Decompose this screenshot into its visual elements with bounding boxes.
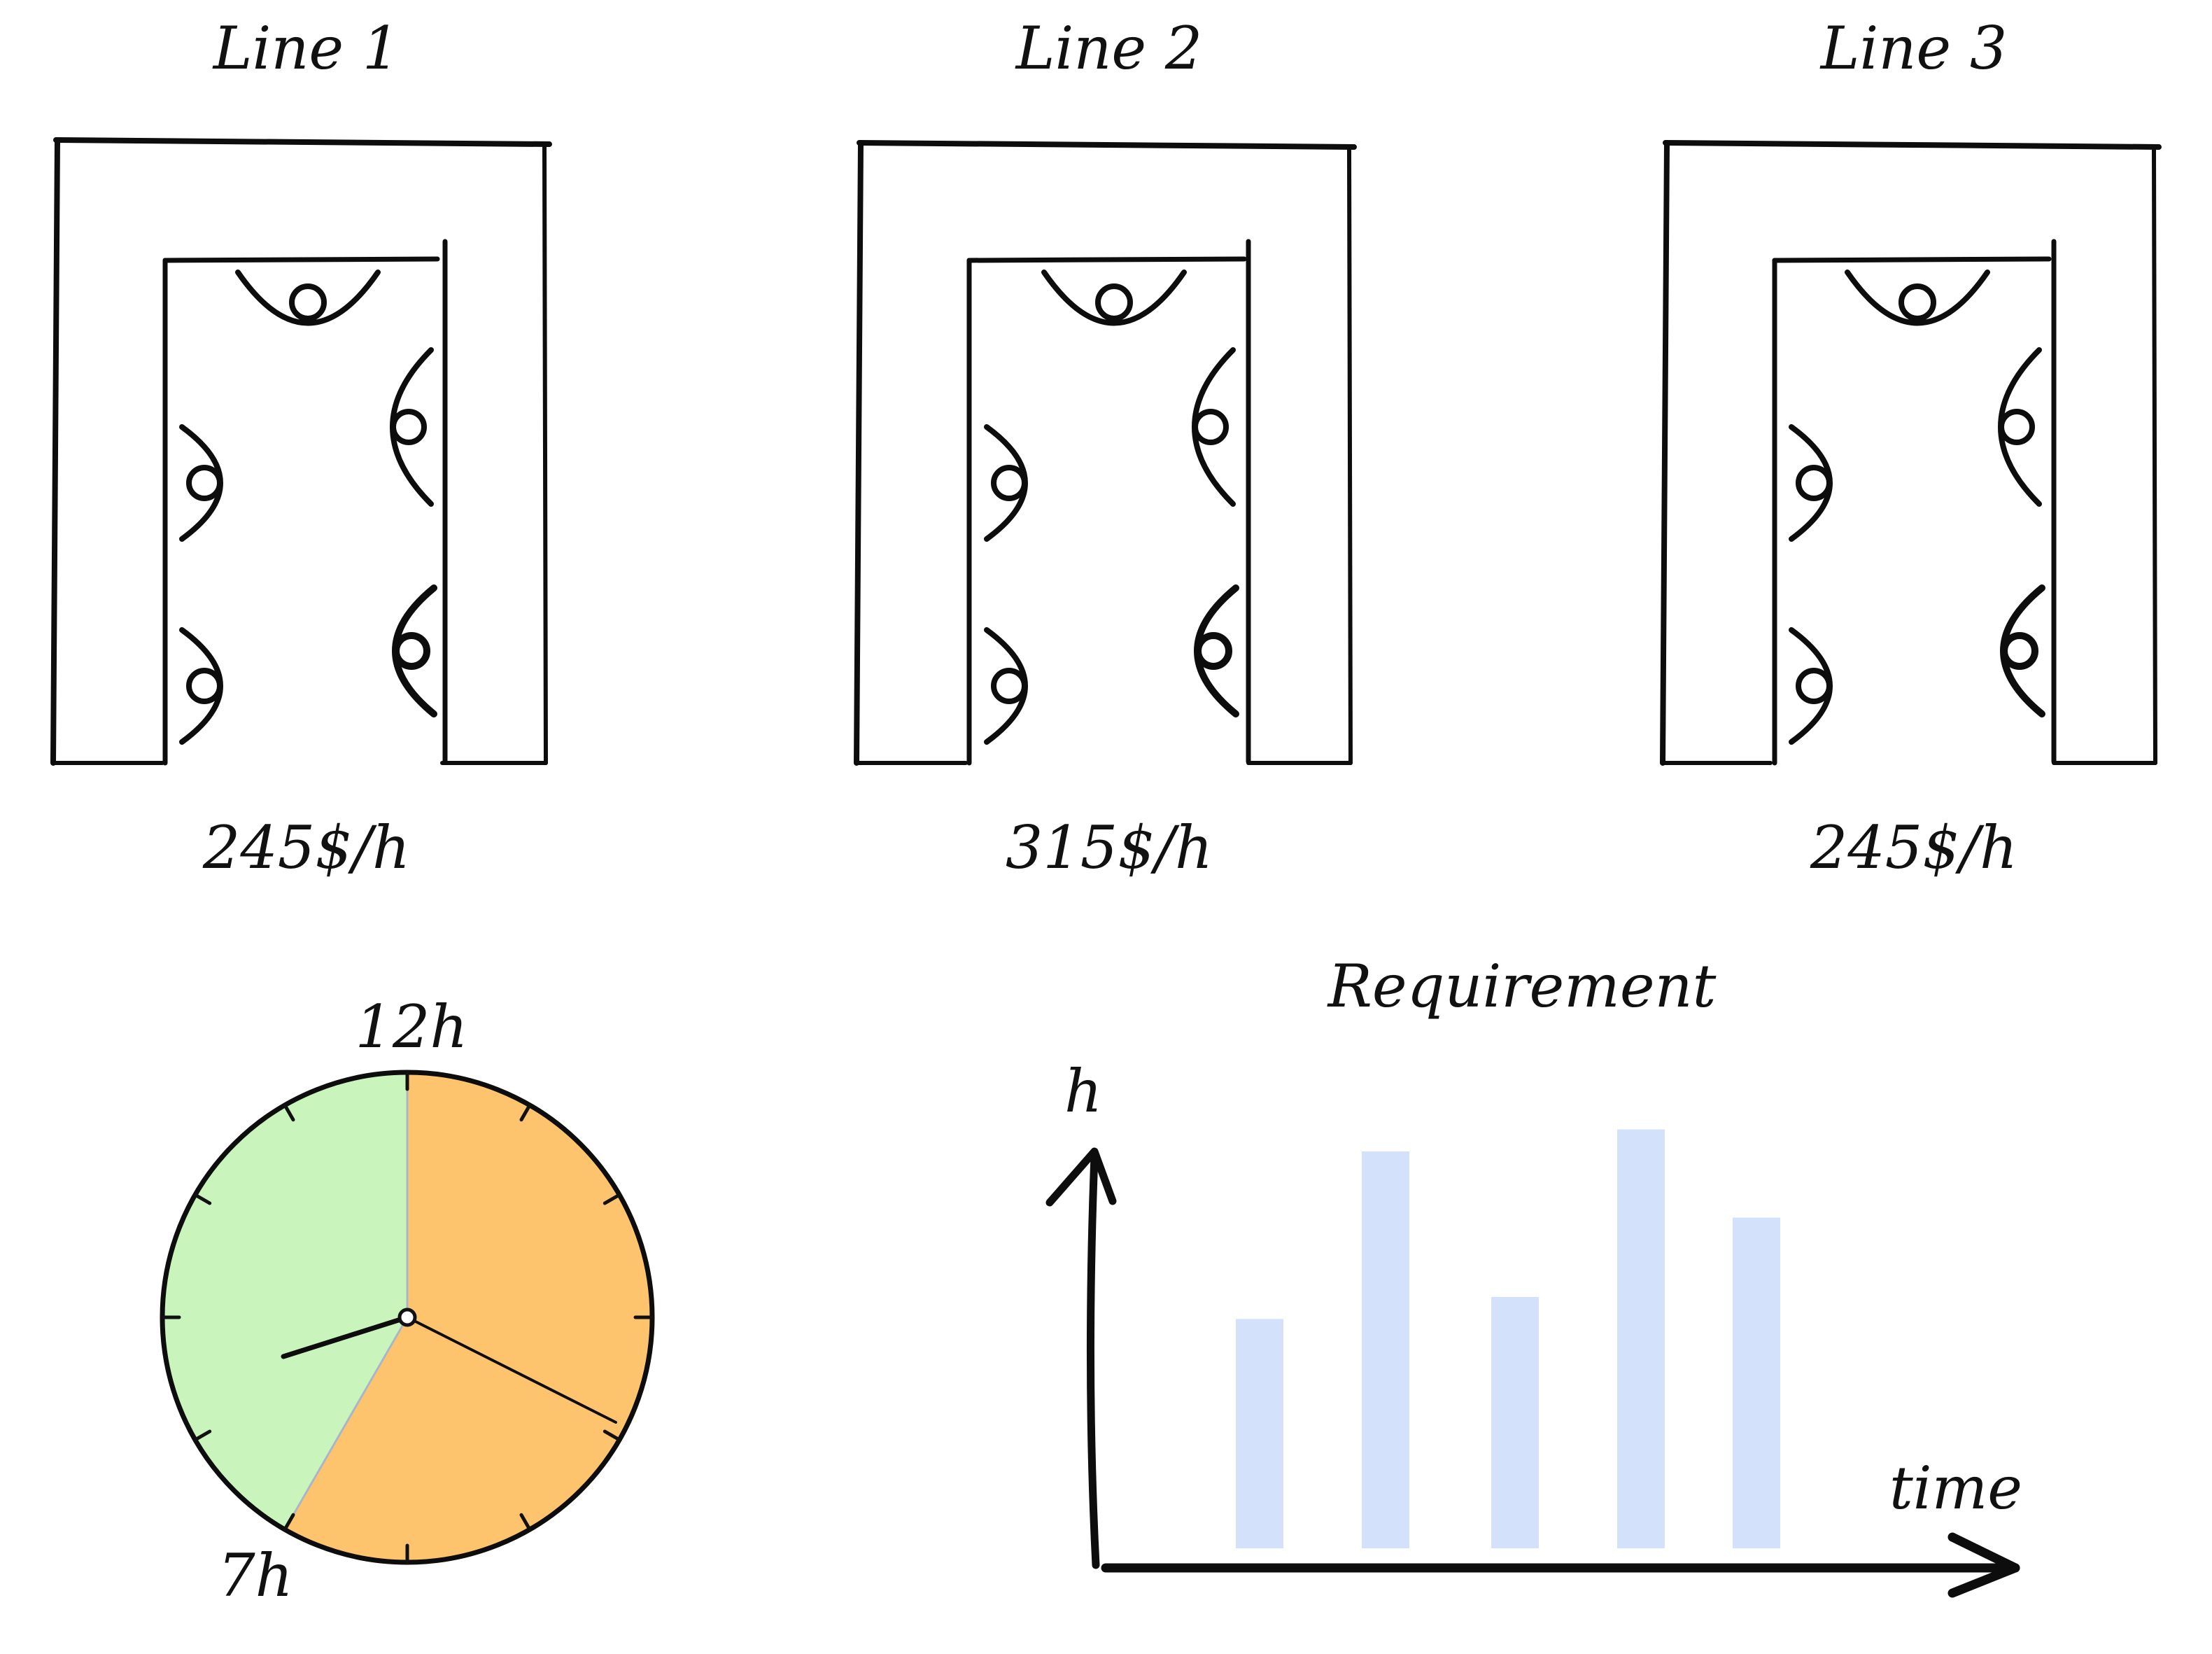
- line-1-layout: [50, 137, 552, 766]
- clock-face: [160, 1070, 655, 1565]
- clock-bottom-label: 7h: [218, 1541, 293, 1610]
- worker-icon: [984, 627, 1028, 745]
- line-2-workers: [984, 269, 1239, 745]
- line-1-workers: [179, 269, 437, 745]
- clock-tick: [603, 1429, 621, 1442]
- requirement-bar: [1733, 1217, 1780, 1548]
- clock-tick: [193, 1429, 212, 1442]
- clock-tick: [519, 1103, 532, 1122]
- clock-tick: [283, 1513, 295, 1532]
- line-2-group: Line 2: [854, 14, 1357, 882]
- requirement-title: Requirement: [1327, 952, 1717, 1021]
- x-axis-label: time: [1889, 1454, 2022, 1522]
- requirement-bars: [1236, 1129, 1780, 1548]
- worker-icon: [235, 269, 381, 326]
- line-1-group: Line 1: [50, 14, 552, 882]
- clock-top-label: 12h: [355, 993, 468, 1061]
- worker-icon: [1845, 269, 1990, 326]
- line-1-rate: 245$/h: [202, 813, 410, 882]
- worker-icon: [1192, 347, 1236, 507]
- requirement-bar: [1236, 1319, 1283, 1548]
- line-2-rate: 315$/h: [1006, 813, 1213, 882]
- line-3-title: Line 3: [1819, 14, 2008, 83]
- y-axis-label: h: [1064, 1057, 1102, 1126]
- line-2-layout: [854, 140, 1357, 766]
- worker-icon: [2000, 584, 2045, 717]
- clock-tick: [519, 1513, 532, 1532]
- worker-icon: [984, 424, 1028, 542]
- worker-icon: [1194, 584, 1239, 717]
- clock-hour-hand: [281, 1315, 410, 1359]
- clock-minute-hand: [406, 1316, 617, 1424]
- requirement-chart: Requirement h time: [1045, 952, 2022, 1598]
- line-3-rate: 245$/h: [1810, 813, 2017, 882]
- requirement-bar: [1617, 1129, 1665, 1548]
- line-3-workers: [1789, 269, 2045, 745]
- requirement-bar: [1491, 1296, 1539, 1548]
- clock-tick: [283, 1103, 295, 1122]
- clock-tick: [193, 1193, 212, 1205]
- worker-icon: [1789, 627, 1833, 745]
- worker-icon: [179, 627, 223, 745]
- x-axis: [1101, 1532, 2020, 1598]
- worker-icon: [179, 424, 223, 542]
- line-1-title: Line 1: [212, 14, 400, 83]
- clock-center-pin: [397, 1308, 417, 1327]
- worker-icon: [390, 347, 434, 507]
- line-3-layout: [1660, 140, 2162, 766]
- line-2-title: Line 2: [1015, 14, 1203, 83]
- clock-tick: [603, 1193, 621, 1205]
- worker-icon: [392, 584, 437, 717]
- clock-group: 12h 7h: [160, 993, 655, 1610]
- worker-icon: [1789, 424, 1833, 542]
- worker-icon: [1998, 347, 2042, 507]
- worker-icon: [1041, 269, 1187, 326]
- y-axis: [1045, 1147, 1117, 1569]
- clock-ticks: [160, 1070, 654, 1564]
- line-3-group: Line 3: [1660, 14, 2162, 882]
- requirement-bar: [1362, 1151, 1409, 1548]
